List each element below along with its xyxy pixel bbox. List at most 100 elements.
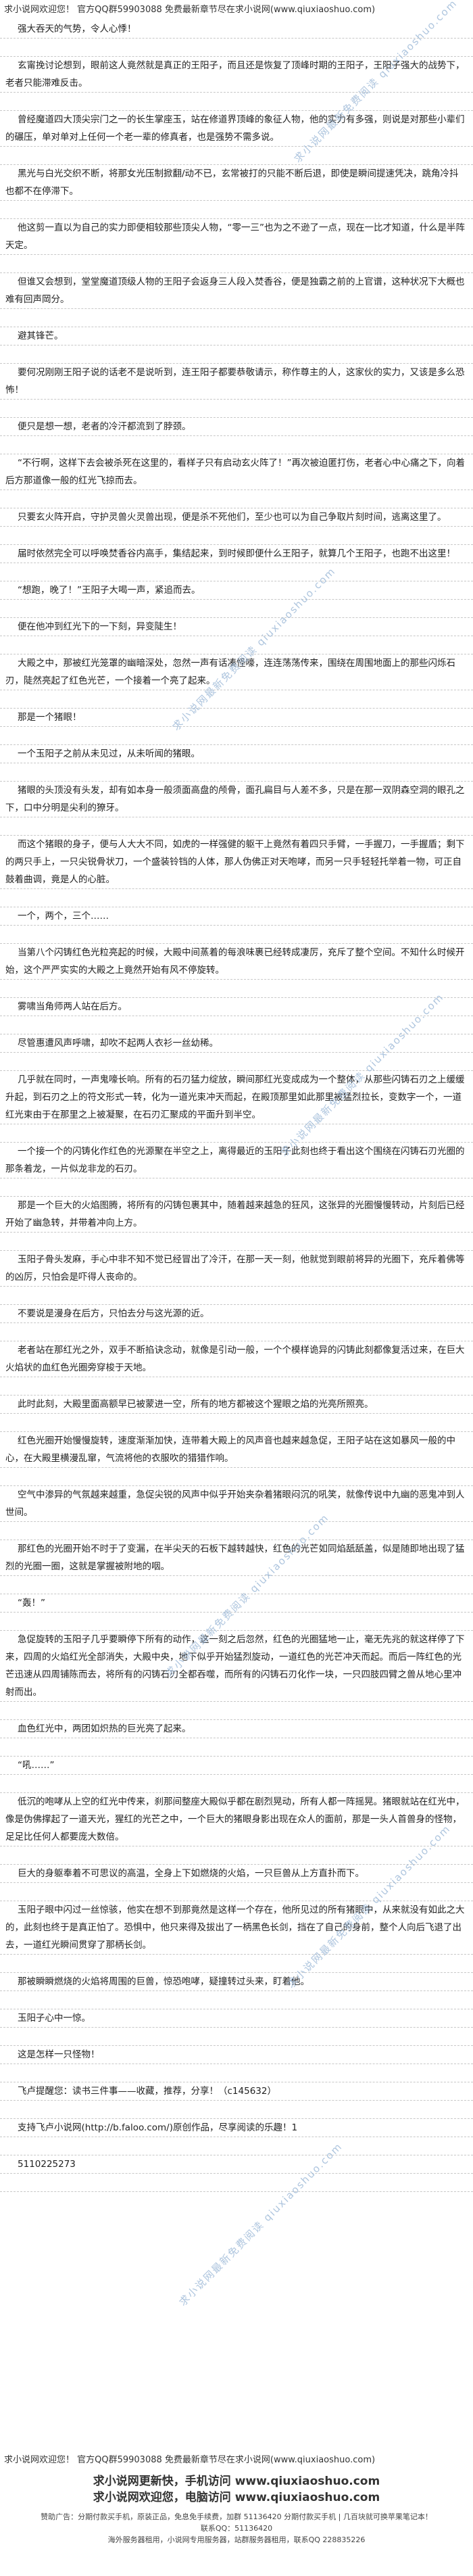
paragraph: 急促旋转的玉阳子几乎要瞬停下所有的动作，这一刻之后忽然，红色的光圈猛地一止，毫无… bbox=[0, 1631, 473, 1702]
paragraph: 红色光圈开始慢慢旋转，速度渐渐加快，连带着大殿上的风声音也越来越急促，王阳子站在… bbox=[0, 1432, 473, 1468]
paragraph: 那是一个猪眼！ bbox=[0, 709, 473, 727]
paragraph-text: 一个接一个的闪铸化作红色的光源聚在半空之上，离得最近的玉阳子此刻也终于看出这个围… bbox=[5, 1146, 465, 1174]
paragraph: 届时依然完全可以呼唤焚香谷内高手，集结起来，到时候即便什么王阳子，就算几个王阳子… bbox=[0, 545, 473, 563]
paragraph-text: 低沉的咆哮从上空的红光中传来，刹那间整座大殿似乎都在剧烈晃动，所有人都一阵摇晃。… bbox=[5, 1796, 465, 1842]
paragraph-gap bbox=[0, 1955, 473, 1973]
paragraph-text: 此时此刻，大殿里面高额早已被蒙进一空，所有的地方都被这个猩眼之焰的光亮所照亮。 bbox=[18, 1399, 374, 1410]
paragraph-gap bbox=[0, 1775, 473, 1793]
paragraph-text: 飞卢提醒您：读书三件事——收藏，推荐，分享！（c145632） bbox=[18, 2086, 276, 2097]
paragraph: 尽管惠遭风声呼啸，却吹不起两人衣衫一丝幼稀。 bbox=[0, 1034, 473, 1053]
paragraph-text: 要何况刚刚王阳子说的话老不是说听到，连王阳子都要恭敬请示，称作尊主的人，这家伙的… bbox=[5, 367, 465, 396]
chapter-content: 强大吞天的气势，令人心悸！ 玄甯挽讨论想到，眼前这人竟然就是真正的王阳子，而且还是… bbox=[0, 20, 473, 2192]
paragraph-gap bbox=[0, 147, 473, 165]
paragraph: 而这个猪眼的身子，便与人大大不同，如虎的一样强健的躯干上竟然有着四只手臂，一手握… bbox=[0, 836, 473, 889]
paragraph-text: 届时依然完全可以呼唤焚香谷内高手，集结起来，到时候即便什么王阳子，就算几个王阳子… bbox=[18, 548, 455, 559]
paragraph: “轰！” bbox=[0, 1594, 473, 1613]
paragraph-gap bbox=[0, 763, 473, 782]
paragraph-gap bbox=[0, 1287, 473, 1305]
paragraph-gap bbox=[0, 309, 473, 327]
paragraph-gap bbox=[0, 1016, 473, 1034]
footer-ad-line: 赞助广告：分期付款买手机，原装正品，免息免手续费，加群 51136420 分期付… bbox=[41, 2512, 432, 2521]
paragraph-text: 玄甯挽讨论想到，眼前这人竟然就是真正的王阳子，而且还是恢复了顶峰时期的王阳子，王… bbox=[5, 60, 465, 89]
paragraph-gap bbox=[0, 345, 473, 364]
paragraph-text: 那是一个巨大的火焰图腾，将所有的闪铸包裹其中，随着越来越急的狂风，这张异的光圈慢… bbox=[5, 1200, 465, 1229]
paragraph: 强大吞天的气势，令人心悸！ bbox=[0, 20, 473, 39]
paragraph: 5110225273 bbox=[0, 2155, 473, 2174]
paragraph-text: 尽管惠遭风声呼啸，却吹不起两人衣衫一丝幼稀。 bbox=[18, 1038, 218, 1049]
footer: 求小说网欢迎您！ 官方QQ群59903088 免费最新章节尽在求小说网(www.… bbox=[0, 2454, 473, 2576]
paragraph-text: 那红色的光圈开始不时于了变漏，在半尖天的石板下越转越快，红色的光芒如同焰舐舐盖，… bbox=[5, 1544, 465, 1572]
paragraph: 几乎就在同时，一声鬼嚎长响。所有的石刃猛力绽放，瞬间那红光变成成为一个整体，从那… bbox=[0, 1071, 473, 1124]
paragraph-text: 但谁又会想到，堂堂魔道顶级人物的王阳子会返身三人段入焚香谷，便是独霸之前的上官谱… bbox=[5, 277, 465, 305]
paragraph: 要何况刚刚王阳子说的话老不是说听到，连王阳子都要恭敬请示，称作尊主的人，这家伙的… bbox=[0, 364, 473, 400]
paragraph-text: 巨大的身躯奉着不可思议的高温，全身上下如燃烧的火焰，一只巨兽从上方直扑而下。 bbox=[18, 1868, 364, 1879]
footer-slogan-mobile[interactable]: 求小说网更新快，手机访问 www.qiuxiaoshuo.com bbox=[93, 2475, 380, 2488]
paragraph-text: 急促旋转的玉阳子几乎要瞬停下所有的动作，这一刻之后忽然，红色的光圈猛地一止，毫无… bbox=[5, 1634, 465, 1698]
paragraph-text: 只要玄火阵开启，守护灵兽火灵兽出现，便是杀不死他们，至少也可以为自己争取片刻时间… bbox=[18, 512, 447, 523]
paragraph-text: 当第八个闪铸红色光粒亮起的时候，大殿中间蒸着的每浪味裹已经转成凄厉，充斥了整个空… bbox=[5, 947, 465, 976]
paragraph-gap bbox=[0, 1522, 473, 1540]
paragraph: 黑光与白光交织不断，将那女光压制掀翻/动不已，玄常被打的只能不断后退，即使是瞬间… bbox=[0, 165, 473, 201]
paragraph: 但谁又会想到，堂堂魔道顶级人物的王阳子会返身三人段入焚香谷，便是独霸之前的上官谱… bbox=[0, 273, 473, 309]
paragraph-gap bbox=[0, 255, 473, 273]
paragraph-gap bbox=[0, 1124, 473, 1143]
footer-server-line: 海外服务器租用，小说网专用服务器，站群服务器租用，联系QQ 228835226 bbox=[107, 2535, 366, 2544]
paragraph-text: 玉阳子骨头发麻，手心中非不知不觉已经冒出了冷汗，在那一天一刻，他就觉到眼前将异的… bbox=[5, 1254, 465, 1283]
paragraph-text: 玉阳子心中一惊。 bbox=[18, 2013, 91, 2024]
paragraph-gap bbox=[0, 1468, 473, 1486]
paragraph-gap bbox=[0, 1613, 473, 1631]
paragraph-gap bbox=[0, 400, 473, 418]
paragraph: “吼……” bbox=[0, 1757, 473, 1775]
paragraph-text: 大殿之中，那被红光笼罩的幽暗深处，忽然一声有话凑怪嚎，连连荡荡传来，围绕在周围地… bbox=[5, 658, 455, 686]
paragraph-text: “吼……” bbox=[18, 1760, 55, 1771]
paragraph: 不要说是漫身在后方，只怕去分与这光源的近。 bbox=[0, 1305, 473, 1323]
paragraph: 猪眼的头顶没有头发，却有如本身一般须面高盘的颅骨，面孔扁目与人差不多，只是在那一… bbox=[0, 782, 473, 817]
paragraph-gap bbox=[0, 436, 473, 454]
paragraph: 巨大的身躯奉着不可思议的高温，全身上下如燃烧的火焰，一只巨兽从上方直扑而下。 bbox=[0, 1865, 473, 1883]
top-banner: 求小说网欢迎您！ 官方QQ群59903088 免费最新章节尽在求小说网(www.… bbox=[4, 5, 376, 15]
paragraph: 曾经魔道四大顶尖宗门之一的长生掌座玉，站在修道界顶峰的象征人物，他的实力有多强，… bbox=[0, 111, 473, 147]
paragraph: 避其锋芒。 bbox=[0, 327, 473, 345]
paragraph: 一个，两个，三个…… bbox=[0, 907, 473, 926]
paragraph-text: 5110225273 bbox=[18, 2159, 76, 2170]
paragraph-text: 他这剪一直以为自己的实力即便相较那些顶尖人物，“零一三”也为之不逊了一点，现在一… bbox=[5, 222, 465, 251]
paragraph: 空气中渗异的气氛越来越重，急促尖锐的风声中似乎开始夹杂着猪眼闷沉的吼笑，就像传说… bbox=[0, 1486, 473, 1522]
paragraph-text: 玉阳子眼中闪过一丝惊骇，他实在想不到那竟然是这样一个存在，他所见过的所有猪眼中，… bbox=[5, 1905, 465, 1951]
paragraph-text: 几乎就在同时，一声鬼嚎长响。所有的石刃猛力绽放，瞬间那红光变成成为一个整体，从那… bbox=[5, 1074, 465, 1120]
paragraph-gap bbox=[0, 980, 473, 998]
paragraph-gap bbox=[0, 1053, 473, 1071]
paragraph-gap bbox=[0, 817, 473, 836]
footer-banner: 求小说网欢迎您！ 官方QQ群59903088 免费最新章节尽在求小说网(www.… bbox=[4, 2455, 376, 2465]
paragraph-text: 老者站在那红光之外，双手不断掐诀念动，就像是引动一般，一个个模样诡异的闪铸此刻都… bbox=[5, 1345, 465, 1373]
paragraph: 大殿之中，那被红光笼罩的幽暗深处，忽然一声有话凑怪嚎，连连荡荡传来，围绕在周围地… bbox=[0, 654, 473, 690]
paragraph-text: 一个玉阳子之前从未见过，从未听闻的猪眼。 bbox=[18, 748, 200, 759]
paragraph: 血色红光中，两团如炽热的巨光亮了起来。 bbox=[0, 1720, 473, 1738]
paragraph-text: 红色光圈开始慢慢旋转，速度渐渐加快，连带着大殿上的风声音也越来越急促，王阳子站在… bbox=[5, 1435, 455, 1464]
paragraph-text: 一个，两个，三个…… bbox=[18, 911, 109, 922]
paragraph-text: 猪眼的头顶没有头发，却有如本身一般须面高盘的颅骨，面孔扁目与人差不多，只是在那一… bbox=[5, 785, 465, 813]
paragraph-gap bbox=[0, 690, 473, 709]
paragraph-gap bbox=[0, 1233, 473, 1251]
paragraph: 飞卢提醒您：读书三件事——收藏，推荐，分享！（c145632） bbox=[0, 2082, 473, 2101]
paragraph: 那红色的光圈开始不时于了变漏，在半尖天的石板下越转越快，红色的光芒如同焰舐舐盖，… bbox=[0, 1540, 473, 1576]
paragraph: 玉阳子心中一惊。 bbox=[0, 2009, 473, 2028]
paragraph-text: 雾啸当角师两人站在后方。 bbox=[18, 1001, 127, 1012]
paragraph-gap bbox=[0, 2137, 473, 2155]
paragraph-gap bbox=[0, 727, 473, 745]
paragraph-text: “轰！” bbox=[18, 1598, 45, 1608]
paragraph-gap bbox=[0, 889, 473, 907]
paragraph-gap bbox=[0, 1178, 473, 1197]
paragraph: 便在他冲到红光下的一下刻，异变陡生！ bbox=[0, 618, 473, 636]
paragraph-text: “想跑，晚了！”王阳子大喝一声，紧追而去。 bbox=[18, 585, 201, 596]
footer-slogan-desktop[interactable]: 求小说网欢迎您，电脑访问 www.qiuxiaoshuo.com bbox=[93, 2491, 380, 2504]
paragraph-gap bbox=[0, 2101, 473, 2119]
paragraph-gap bbox=[0, 527, 473, 545]
paragraph-text: 那是一个猪眼！ bbox=[18, 712, 82, 723]
paragraph-gap bbox=[0, 563, 473, 581]
paragraph-text: 不要说是漫身在后方，只怕去分与这光源的近。 bbox=[18, 1308, 209, 1319]
paragraph-gap bbox=[0, 1883, 473, 1901]
paragraph-text: 黑光与白光交织不断，将那女光压制掀翻/动不已，玄常被打的只能不断后退，即使是瞬间… bbox=[5, 168, 459, 197]
paragraph: 便只是想一想，老者的冷汗都流到了脖颈。 bbox=[0, 418, 473, 436]
paragraph: 玄甯挽讨论想到，眼前这人竟然就是真正的王阳子，而且还是恢复了顶峰时期的王阳子，王… bbox=[0, 57, 473, 93]
